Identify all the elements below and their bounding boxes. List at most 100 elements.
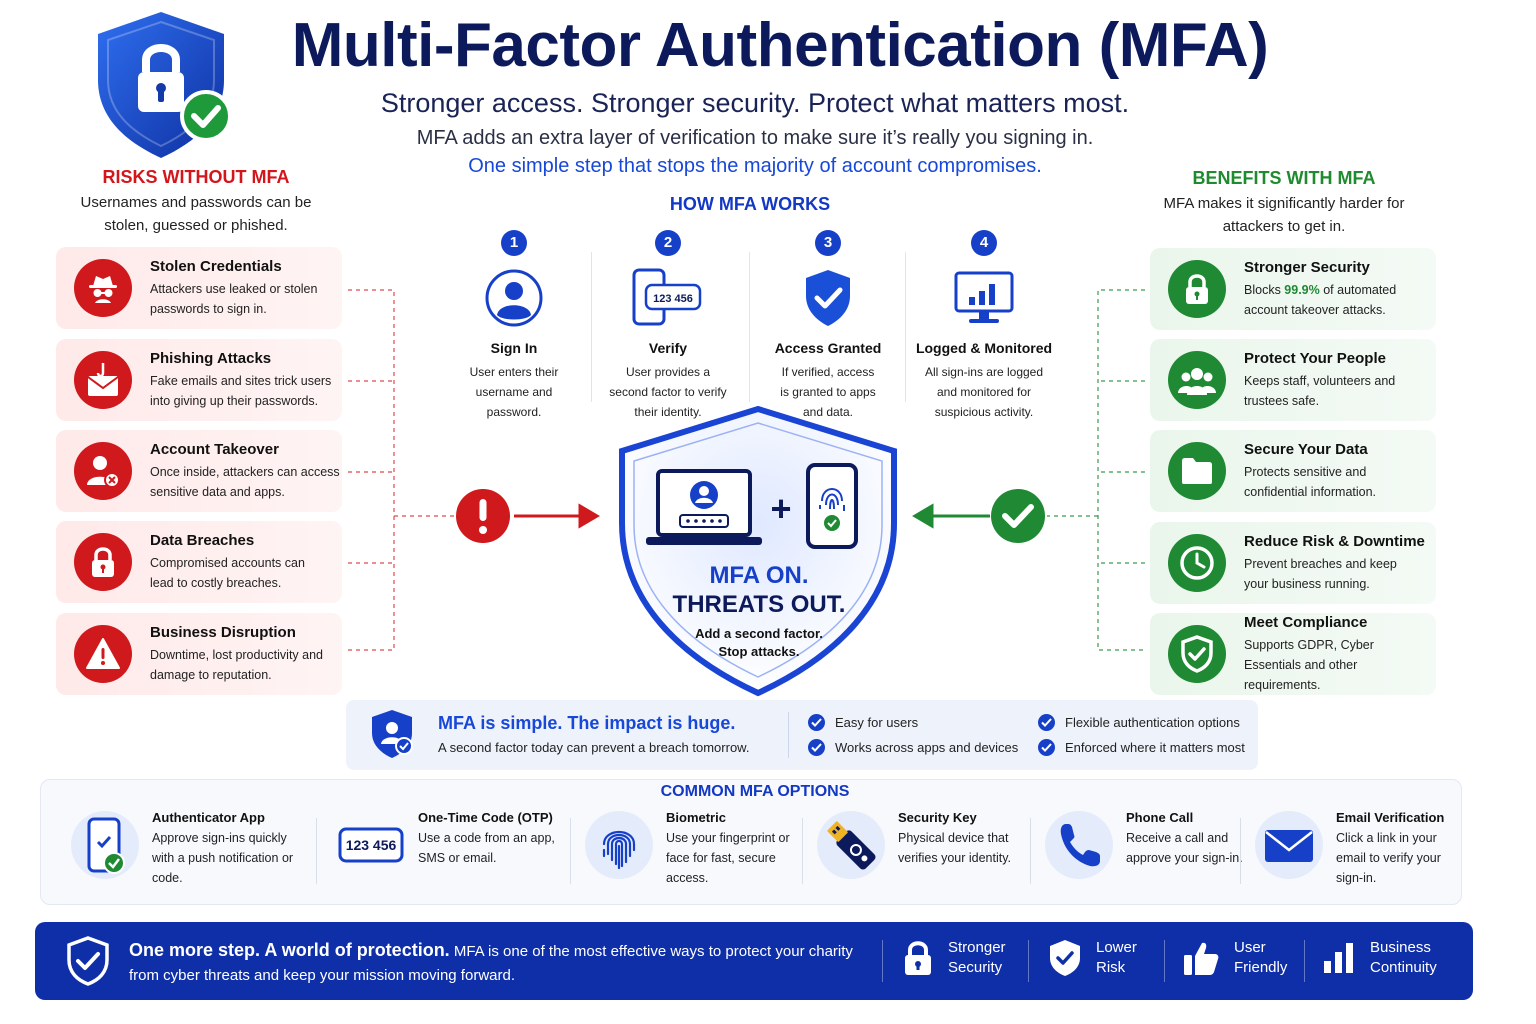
check-circle-icon bbox=[990, 488, 1046, 544]
benefits-subtitle: MFA makes it significantly harder for at… bbox=[1163, 195, 1405, 235]
phone-code-icon: 123 456 bbox=[593, 266, 743, 330]
shield-user-icon bbox=[370, 708, 416, 760]
footer-divider bbox=[882, 940, 883, 982]
step-logged-monitored: 4 Logged & Monitored All sign-ins are lo… bbox=[909, 230, 1059, 422]
option-title: Email Verification bbox=[1336, 810, 1445, 825]
warning-icon bbox=[74, 625, 132, 683]
phishing-hook-icon bbox=[74, 351, 132, 409]
alert-circle-icon bbox=[455, 488, 511, 544]
step-desc: User enters their username and password. bbox=[469, 365, 559, 419]
benefit-card-desc: Prevent breaches and keep your business … bbox=[1244, 556, 1397, 591]
option-title: Phone Call bbox=[1126, 810, 1194, 825]
step-divider bbox=[905, 252, 906, 402]
bar-chart-icon bbox=[1322, 941, 1356, 975]
phone-check-icon bbox=[70, 810, 140, 880]
shield-check-icon bbox=[1048, 938, 1082, 978]
option-divider bbox=[316, 818, 317, 884]
step-label: Sign In bbox=[490, 340, 538, 356]
envelope-icon bbox=[1254, 810, 1324, 880]
step-label: Verify bbox=[648, 340, 688, 356]
simple-banner-title: MFA is simple. The impact is huge. bbox=[438, 713, 736, 733]
step-desc: All sign-ins are logged and monitored fo… bbox=[924, 365, 1044, 419]
benefit-card-title: Meet Compliance bbox=[1244, 613, 1368, 631]
risk-card-desc: Fake emails and sites trick users into g… bbox=[150, 373, 332, 408]
highlight-stat: 99.9% bbox=[1284, 282, 1320, 297]
lock-icon bbox=[1168, 260, 1226, 318]
risks-title: RISKS WITHOUT MFA bbox=[102, 167, 290, 187]
fingerprint-icon bbox=[584, 810, 654, 880]
center-headline-1: MFA ON. bbox=[709, 562, 809, 589]
otp-code-text: 123 456 bbox=[346, 837, 397, 853]
people-icon bbox=[1168, 351, 1226, 409]
risks-subtitle: Usernames and passwords can be stolen, g… bbox=[80, 194, 312, 234]
laptop-login-icon bbox=[646, 469, 762, 545]
benefit-card-desc: Protects sensitive and confidential info… bbox=[1244, 464, 1377, 499]
shield-check-icon bbox=[1168, 625, 1226, 683]
check-icon bbox=[1038, 739, 1055, 756]
step-divider bbox=[749, 252, 750, 402]
description-line-1: MFA adds an extra layer of verification … bbox=[416, 127, 1094, 149]
risk-connector-lines bbox=[348, 289, 600, 651]
footer-text: One more step. A world of protection. MF… bbox=[129, 938, 879, 988]
footer-divider bbox=[1304, 940, 1305, 982]
risk-card-title: Business Disruption bbox=[150, 623, 296, 641]
phone-icon bbox=[1044, 810, 1114, 880]
option-title: Authenticator App bbox=[152, 810, 265, 825]
benefit-card-desc: Blocks 99.9% of automated account takeov… bbox=[1244, 282, 1397, 317]
benefit-connector-lines bbox=[912, 289, 1145, 651]
option-title: One-Time Code (OTP) bbox=[418, 810, 553, 825]
simple-banner-subtitle: A second factor today can prevent a brea… bbox=[438, 740, 750, 755]
shield-check-icon bbox=[66, 936, 110, 986]
option-desc: Physical device that verifies your ident… bbox=[898, 831, 1012, 865]
benefit-card-title: Stronger Security bbox=[1244, 258, 1370, 276]
step-access-granted: 3 Access Granted If verified, access is … bbox=[753, 230, 903, 422]
tagline: Stronger access. Stronger security. Prot… bbox=[380, 88, 1130, 118]
clock-icon bbox=[1168, 534, 1226, 592]
how-mfa-works-title: HOW MFA WORKS bbox=[669, 194, 831, 214]
option-desc: Click a link in your email to verify you… bbox=[1336, 831, 1441, 885]
option-desc: Use a code from an app, SMS or email. bbox=[418, 831, 555, 865]
benefit-card-title: Protect Your People bbox=[1244, 349, 1386, 367]
footer-divider bbox=[1164, 940, 1165, 982]
spy-icon bbox=[74, 259, 132, 317]
option-divider bbox=[1030, 818, 1031, 884]
shield-check-icon bbox=[753, 266, 903, 330]
step-sign-in: 1 Sign In User enters their username and… bbox=[439, 230, 589, 422]
banner-divider bbox=[788, 712, 789, 758]
footer-banner bbox=[35, 922, 1473, 1000]
check-icon bbox=[808, 739, 825, 756]
risk-card-title: Account Takeover bbox=[150, 440, 279, 458]
check-item: Enforced where it matters most bbox=[1038, 739, 1245, 756]
folder-icon bbox=[1168, 442, 1226, 500]
footer-body: MFA is one of the most effective ways to… bbox=[129, 943, 853, 984]
step-number: 2 bbox=[655, 230, 681, 256]
risk-card-desc: Downtime, lost productivity and damage t… bbox=[150, 647, 323, 682]
user-x-icon bbox=[74, 442, 132, 500]
check-icon bbox=[1038, 714, 1055, 731]
options-title: COMMON MFA OPTIONS bbox=[660, 783, 850, 800]
center-shield: + bbox=[610, 405, 905, 697]
check-item: Flexible authentication options bbox=[1038, 714, 1240, 731]
hero-shield-lock-icon bbox=[96, 10, 236, 160]
check-icon bbox=[808, 714, 825, 731]
step-divider bbox=[591, 252, 592, 402]
step-label: Access Granted bbox=[774, 340, 882, 356]
benefit-card-desc: Supports GDPR, Cyber Essentials and othe… bbox=[1244, 637, 1374, 692]
step-verify: 2 123 456 Verify User provides a second … bbox=[593, 230, 743, 422]
page-title: Multi-Factor Authentication (MFA) bbox=[291, 11, 1269, 80]
